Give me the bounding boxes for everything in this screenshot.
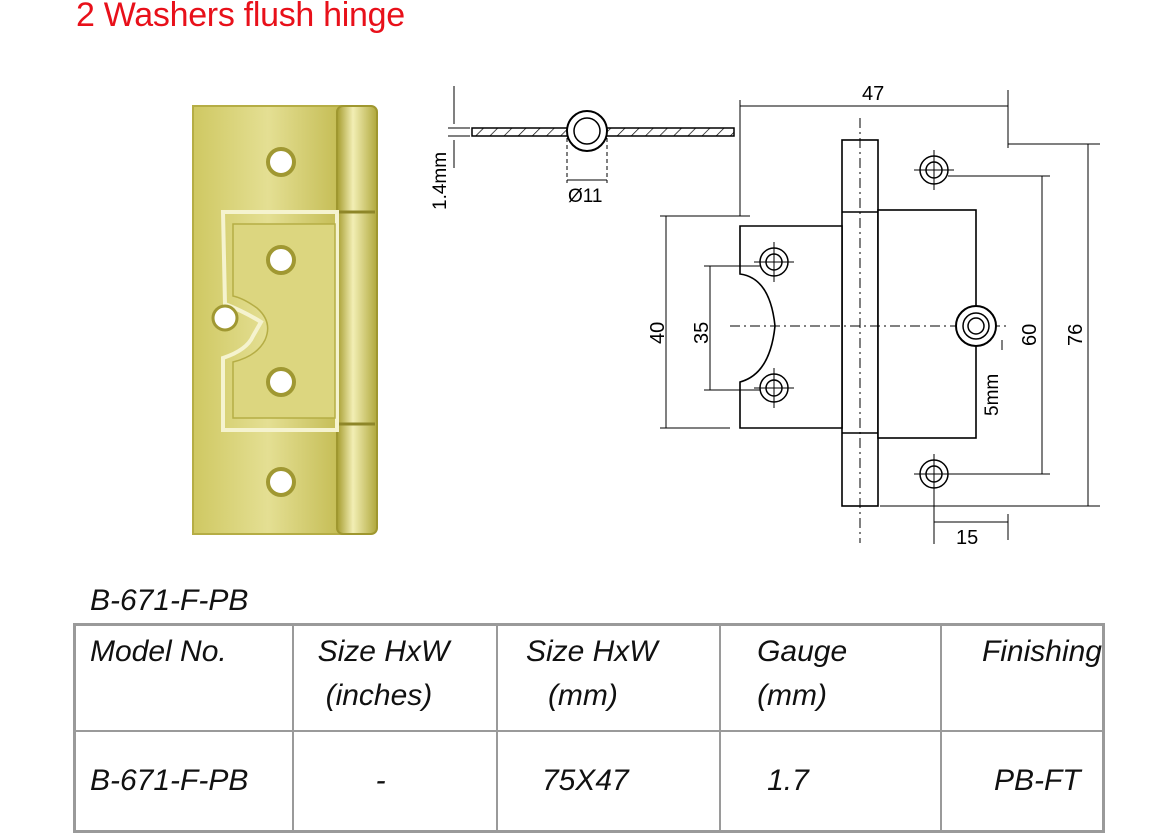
pin-diameter-label: Ø11 (568, 186, 603, 207)
cell-finishing: PB-FT (939, 730, 1105, 833)
table-header-row: Model No. Size HxW(inches) Size HxW(mm) … (73, 623, 1105, 732)
page-title: 2 Washers flush hinge (76, 0, 405, 34)
table-row: B-671-F-PB - 75X47 1.7 PB-FT (73, 730, 1105, 833)
header-finishing: Finishing (939, 623, 1105, 732)
edge-distance-label: 15 (956, 527, 978, 549)
large-hole-spacing-label: 60 (1019, 324, 1041, 346)
leaf-height-label: 40 (647, 322, 669, 344)
thickness-label: 1.4mm (430, 152, 451, 210)
header-size-mm: Size HxW(mm) (495, 623, 722, 732)
cell-gauge: 1.7 (719, 730, 942, 833)
width-label: 47 (862, 83, 884, 105)
header-gauge: Gauge(mm) (719, 623, 942, 732)
header-size-inches: Size HxW(inches) (291, 623, 498, 732)
small-hole-spacing-label: 35 (691, 322, 713, 344)
cell-model-no: B-671-F-PB (73, 730, 294, 833)
model-label: B-671-F-PB (90, 584, 249, 617)
offset-label: 5mm (982, 374, 1003, 416)
header-model-no: Model No. (73, 623, 294, 732)
overall-height-label: 76 (1065, 324, 1087, 346)
cell-size-mm: 75X47 (495, 730, 722, 833)
technical-drawing: Ø11 1.4mm 47 40 35 5mm 6 (430, 83, 1100, 549)
hinge-photo (192, 105, 378, 535)
spec-table: Model No. Size HxW(inches) Size HxW(mm) … (73, 623, 1105, 833)
cell-size-inches: - (291, 730, 498, 833)
